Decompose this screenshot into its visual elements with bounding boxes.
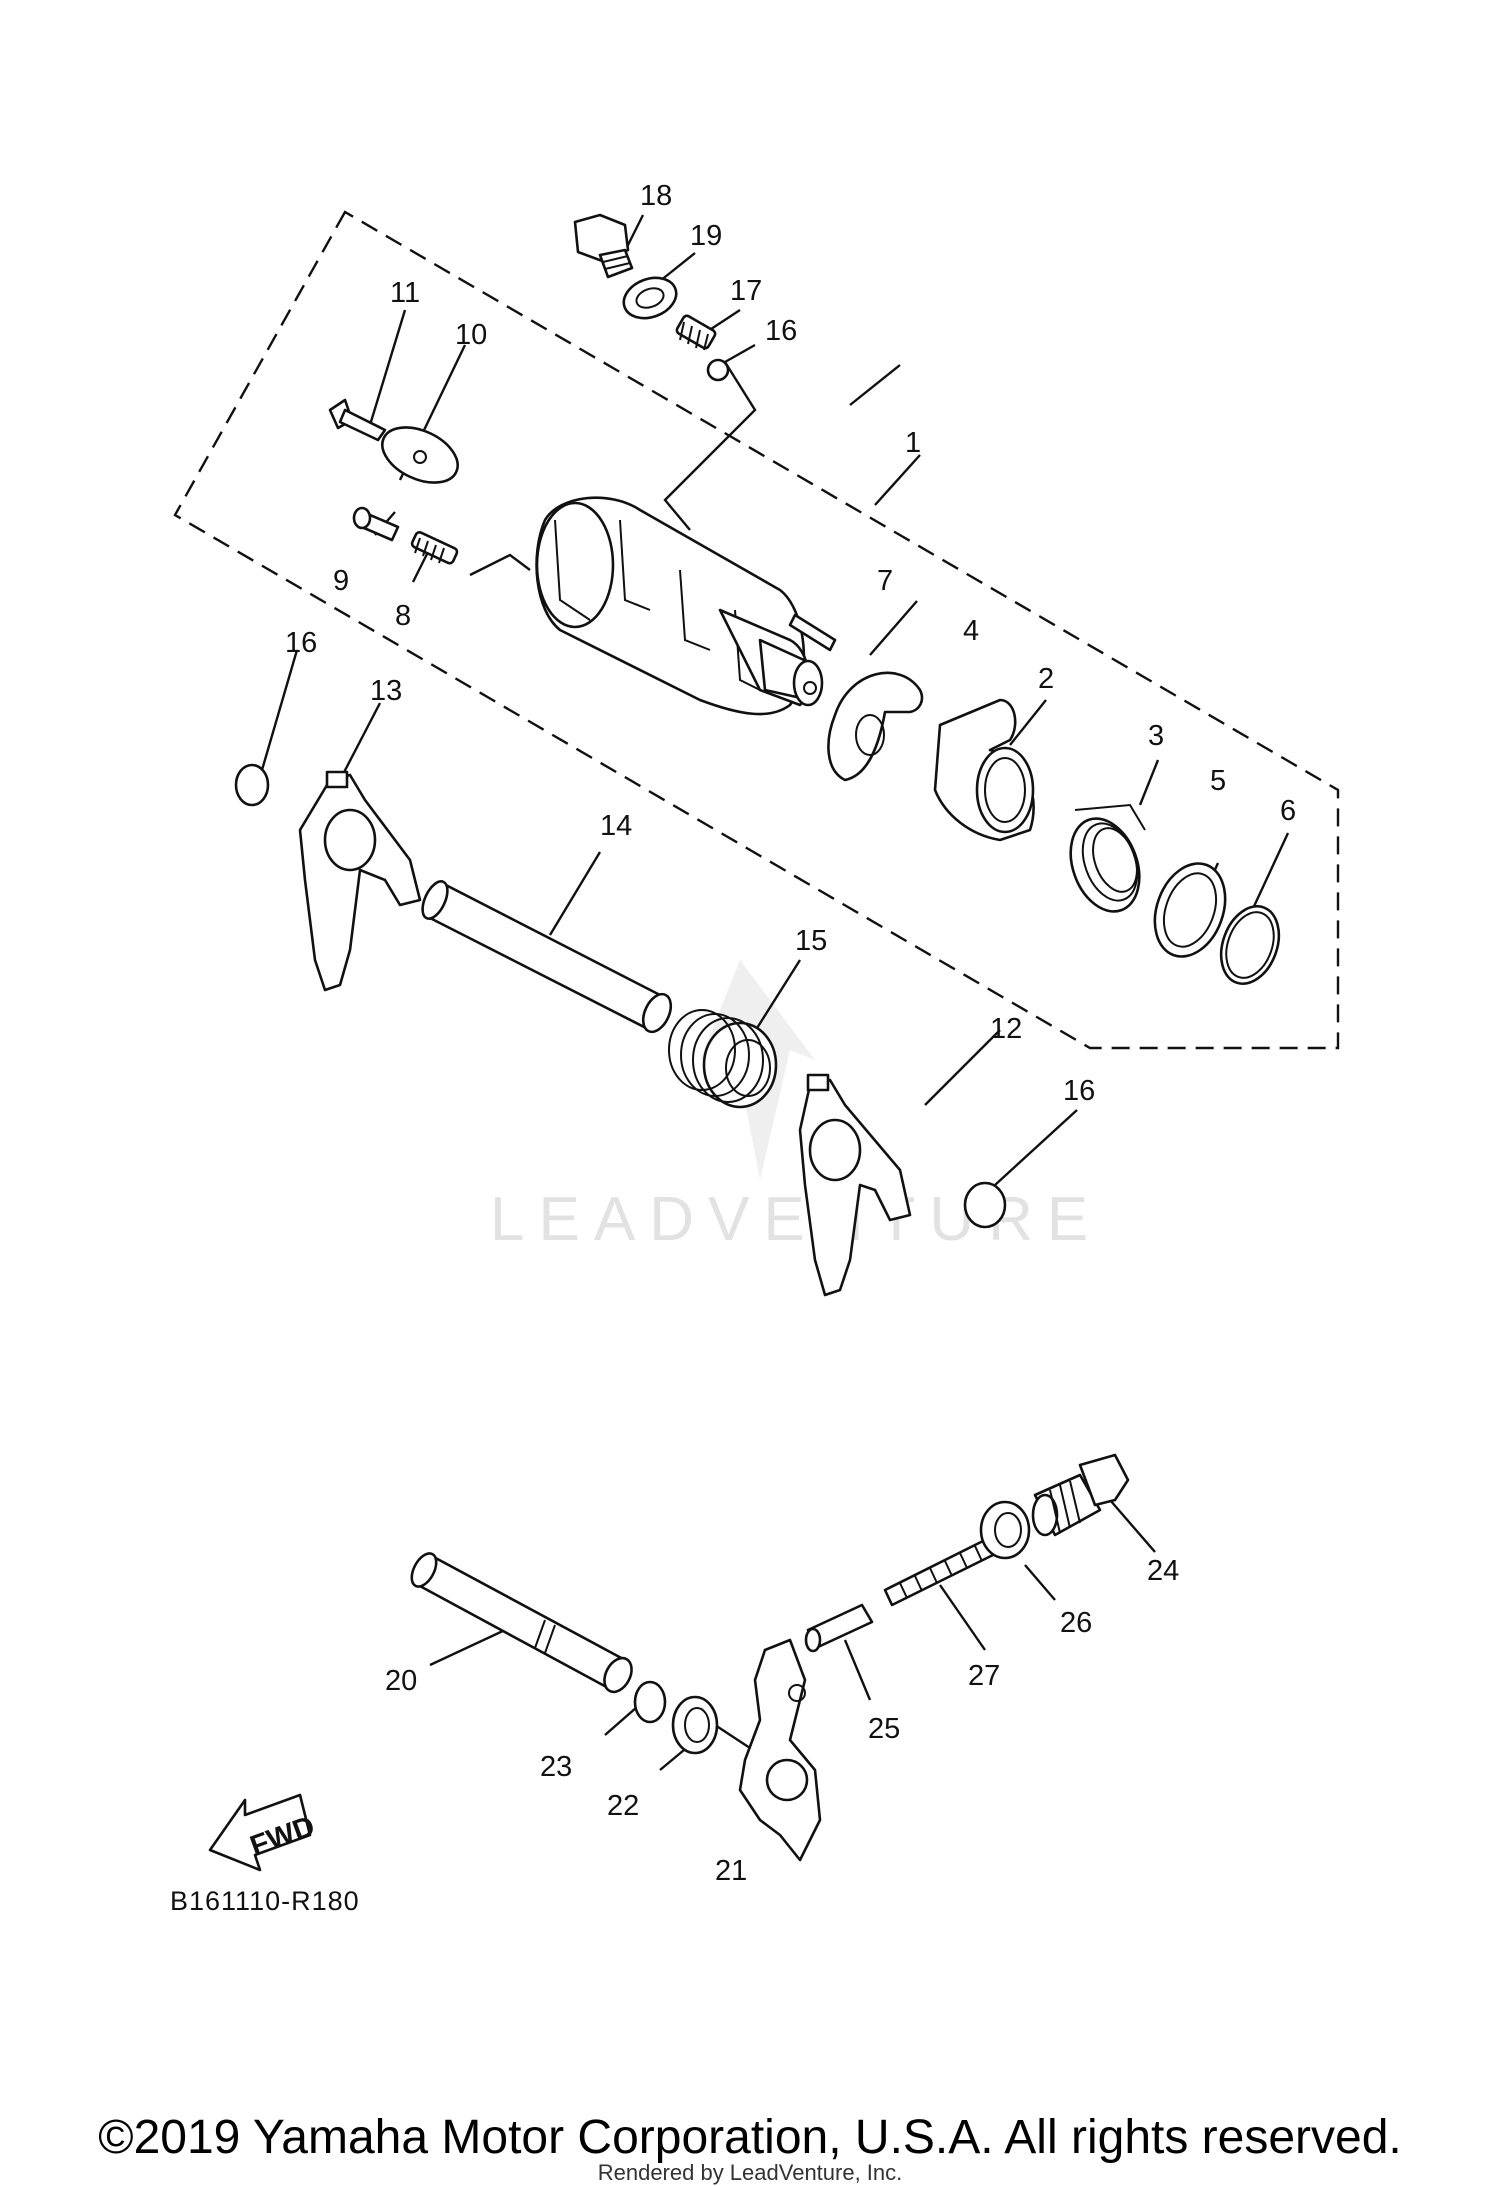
part-13-shift-fork xyxy=(298,770,422,992)
part-16-circlip-upper xyxy=(234,763,270,807)
callout-1: 1 xyxy=(905,427,921,459)
part-26-pin xyxy=(804,1603,874,1653)
callout-21: 20 xyxy=(385,1665,417,1697)
callout-26: 25 xyxy=(868,1713,900,1745)
part-19-plug-bolt xyxy=(573,213,634,279)
part-12-shift-fork xyxy=(798,1073,912,1297)
part-21-shift-shaft xyxy=(410,1552,633,1694)
part-15-spring xyxy=(668,1009,778,1109)
part-17-ball xyxy=(706,358,730,382)
callout-9: 9 xyxy=(333,565,349,597)
part-27-gasket xyxy=(979,1500,1031,1560)
part-14-fork-shaft xyxy=(421,880,673,1034)
part-5-washer xyxy=(1153,862,1227,958)
callout-5: 5 xyxy=(1210,765,1226,797)
part-4-stopper-plate xyxy=(827,671,924,782)
part-10-plate xyxy=(381,426,459,484)
part-28-spring xyxy=(883,1538,995,1607)
part-16-circlip-lower xyxy=(963,1181,1007,1229)
callout-28: 27 xyxy=(968,1660,1000,1692)
callout-4: 4 xyxy=(963,615,979,647)
fwd-arrow-icon: FWD xyxy=(208,1793,319,1872)
callout-19: 18 xyxy=(640,180,672,212)
callout-2: 2 xyxy=(1038,663,1054,695)
callout-8: 8 xyxy=(395,600,411,632)
part-25-bolt xyxy=(1031,1453,1130,1537)
callout-13: 13 xyxy=(370,675,402,707)
callout-7: 7 xyxy=(877,565,893,597)
part-7-pin xyxy=(788,613,837,652)
watermark: LEADVENTURE xyxy=(490,960,1102,1254)
callout-14: 14 xyxy=(600,810,632,842)
callout-10: 10 xyxy=(455,319,487,351)
callout-16-lower: 16 xyxy=(1063,1075,1095,1107)
part-11-screw xyxy=(328,398,387,442)
callout-16-upper: 16 xyxy=(285,627,317,659)
callout-22: 21 xyxy=(715,1855,747,1887)
callout-3: 3 xyxy=(1148,720,1164,752)
callout-12: 12 xyxy=(990,1013,1022,1045)
leader-lines xyxy=(260,214,1290,1771)
part-22-shift-lever xyxy=(738,1638,822,1862)
part-2-segment xyxy=(933,698,1035,842)
shift-drum xyxy=(535,496,824,716)
callout-18: 17 xyxy=(730,275,762,307)
assembly-boundary xyxy=(173,210,1340,1050)
part-3-torsion-spring xyxy=(1069,803,1146,913)
part-18-spring xyxy=(675,314,717,351)
watermark-text: LEADVENTURE xyxy=(490,1185,1102,1254)
callout-15: 15 xyxy=(795,925,827,957)
part-8-spring xyxy=(410,531,459,565)
part-24-circlip xyxy=(633,1680,667,1724)
callout-6: 6 xyxy=(1280,795,1296,827)
part-20-gasket xyxy=(622,276,678,320)
callout-24: 23 xyxy=(540,1751,572,1783)
callout-11: 11 xyxy=(390,277,420,309)
callout-23: 22 xyxy=(607,1790,639,1822)
copyright-notice: ©2019 Yamaha Motor Corporation, U.S.A. A… xyxy=(98,2111,1402,2164)
callout-20: 19 xyxy=(690,220,722,252)
part-9-pin xyxy=(352,506,400,542)
diagram-code: B161110-R180 xyxy=(170,1886,360,1916)
rendered-by-notice: Rendered by LeadVenture, Inc. xyxy=(597,2160,903,2185)
callout-25: 24 xyxy=(1147,1555,1179,1587)
callout-17: 16 xyxy=(765,315,797,347)
part-6-circlip xyxy=(1219,904,1281,986)
callout-labels: 18 19 17 16 11 10 1 9 8 7 4 2 3 5 6 16 1… xyxy=(285,180,1296,1887)
part-23-washer xyxy=(671,1695,719,1755)
callout-27: 26 xyxy=(1060,1607,1092,1639)
